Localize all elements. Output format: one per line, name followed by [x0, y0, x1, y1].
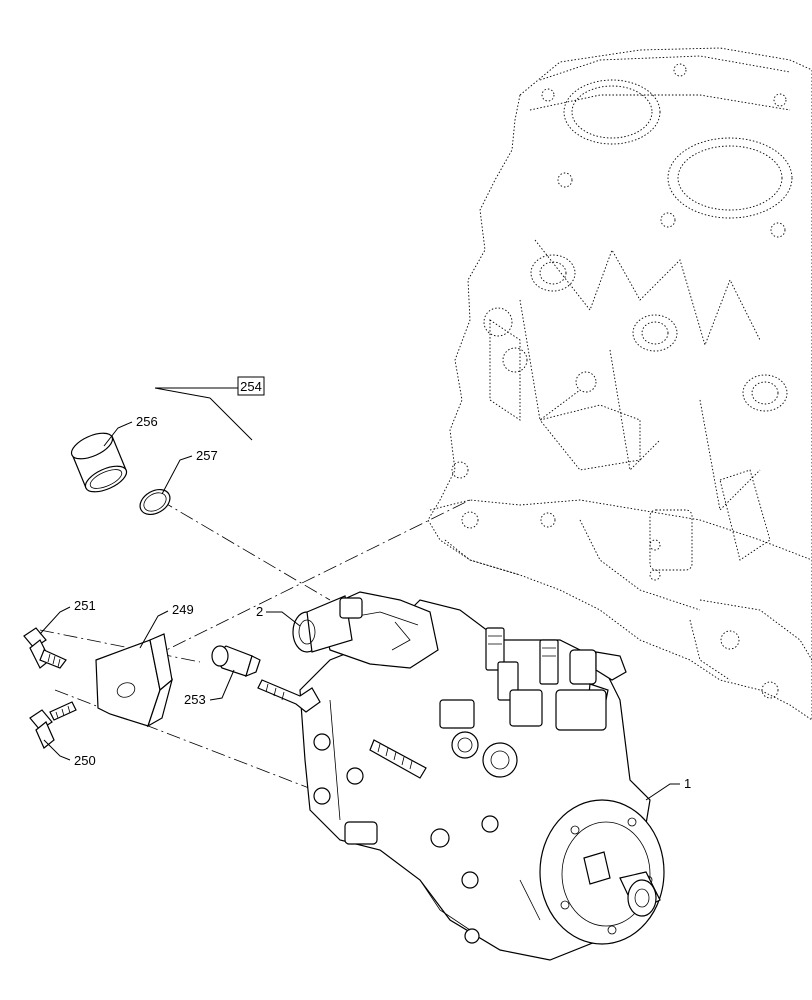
- o-ring-part: [139, 488, 171, 516]
- callout-2: 2: [256, 604, 263, 619]
- callout-257: 257: [196, 448, 218, 463]
- bracket-part: [95, 633, 174, 728]
- callout-250: 250: [74, 753, 96, 768]
- callout-1: 1: [684, 776, 691, 791]
- plug-253-part: [211, 645, 321, 713]
- callout-labels: 254 256 257 251 249 2 253 250 1: [74, 376, 691, 791]
- sleeve-part: [70, 432, 128, 493]
- callout-254-box: [237, 376, 265, 396]
- callout-251: 251: [74, 598, 96, 613]
- callout-254: 254: [240, 379, 262, 394]
- callout-256: 256: [136, 414, 158, 429]
- callout-249: 249: [172, 602, 194, 617]
- bolt-251-part: [23, 627, 67, 669]
- callout-leaders: [39, 387, 680, 801]
- callout-253: 253: [184, 692, 206, 707]
- engine-block-phantom: [427, 47, 812, 721]
- injection-pump: [292, 591, 665, 961]
- bolt-250-part: [29, 701, 77, 749]
